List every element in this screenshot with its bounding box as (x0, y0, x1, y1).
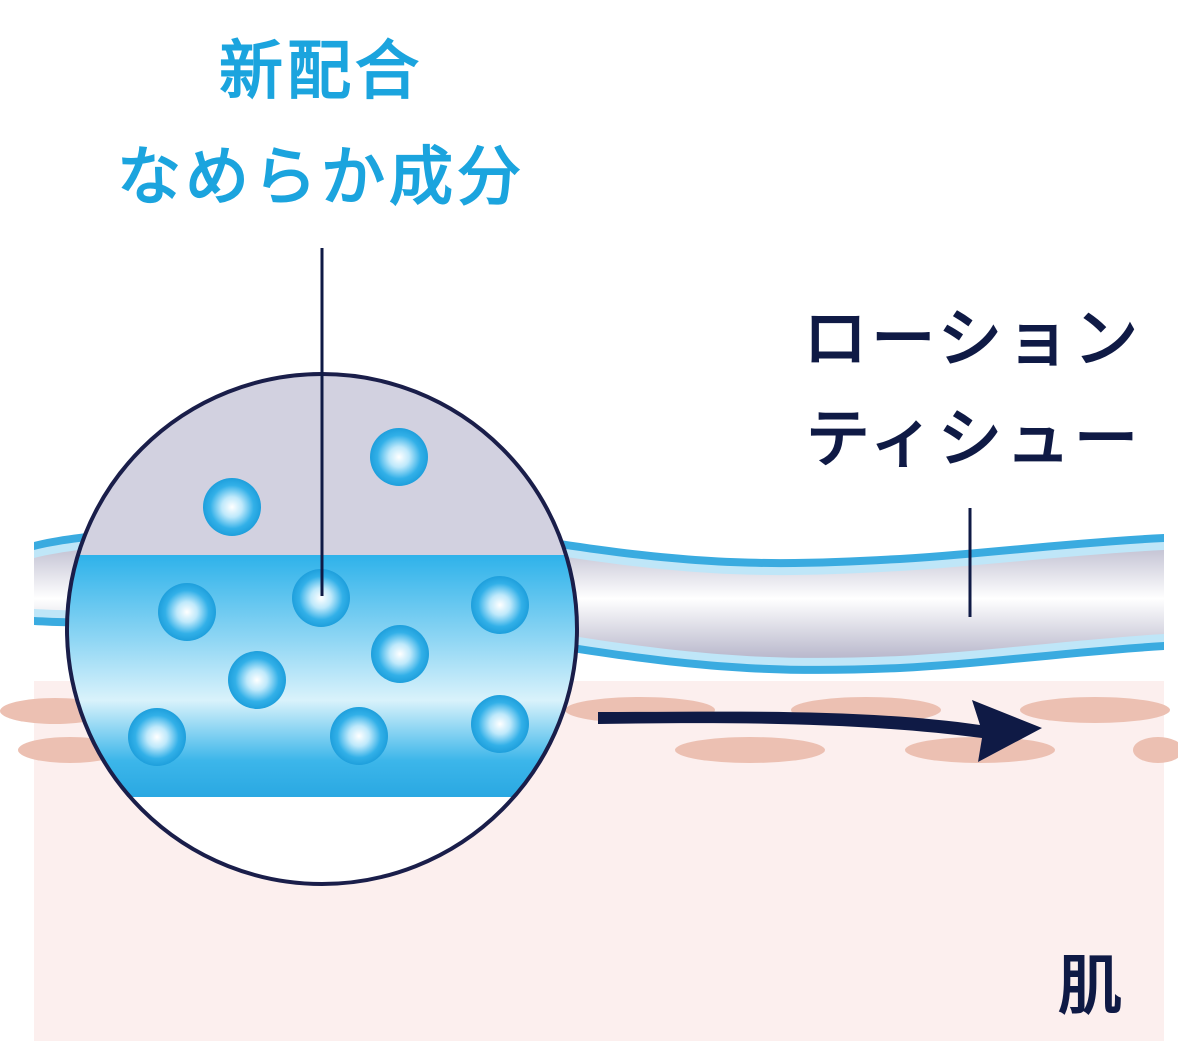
skin-label: 肌 (1058, 950, 1126, 1024)
skin-cell (1020, 697, 1170, 723)
ingredient-bead (471, 576, 529, 634)
ingredient-bead (370, 428, 428, 486)
ingredient-bead (371, 625, 429, 683)
ingredient-bead (330, 707, 388, 765)
ingredient-bead (203, 478, 261, 536)
ingredient-bead (228, 651, 286, 709)
ingredient-bead (292, 569, 350, 627)
tissue-fiber-zone (67, 374, 577, 555)
ingredient-label-line1: 新配合 (219, 35, 423, 109)
ingredient-bead (158, 583, 216, 641)
ingredient-beads (128, 428, 529, 766)
slide-arrow (598, 700, 1042, 762)
tissue-label-line2: ティシュー (805, 403, 1142, 477)
ingredient-bead (128, 708, 186, 766)
ingredient-label-line2: なめらか成分 (117, 141, 525, 215)
tissue-label-line1: ローション (803, 303, 1142, 377)
skin-cell (675, 737, 825, 763)
ingredient-bead (471, 695, 529, 753)
skin-cell (1133, 737, 1178, 763)
